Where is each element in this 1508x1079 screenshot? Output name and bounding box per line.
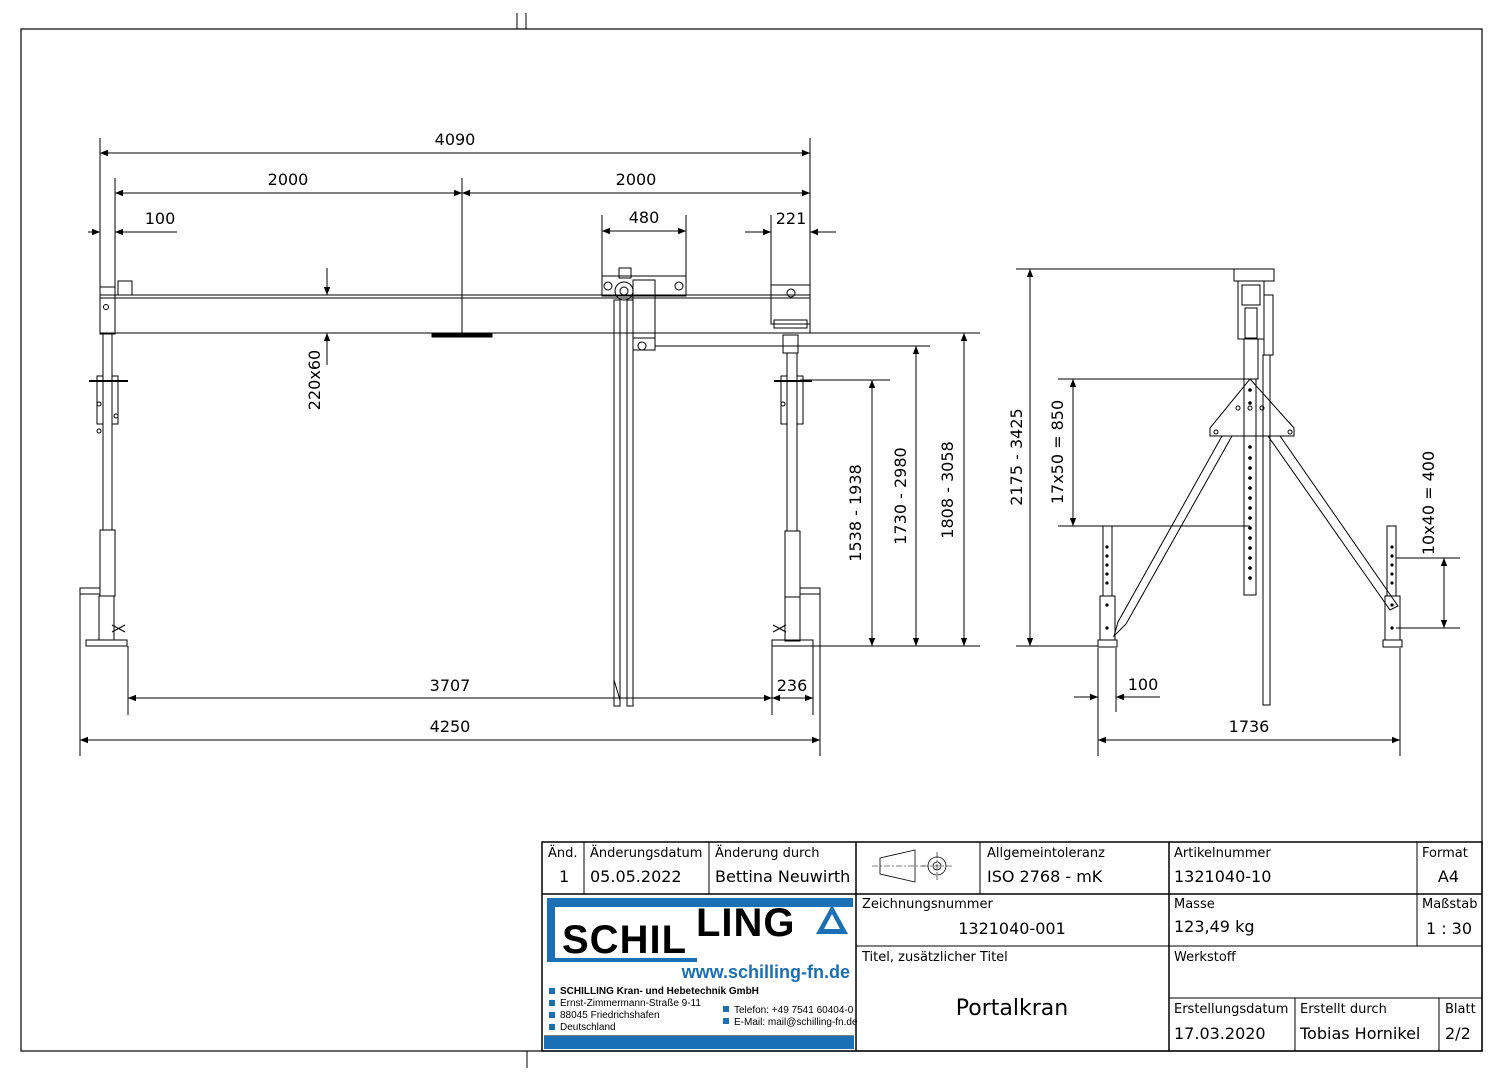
logo-text-part1: SCHIL [562, 918, 687, 962]
trolley [601, 275, 687, 297]
title-value: Portalkran [956, 996, 1068, 1021]
changed-by-value: Bettina Neuwirth [715, 867, 850, 886]
right-leg-lower [784, 530, 801, 598]
front-view [79, 267, 930, 707]
scale-value: 1 : 30 [1426, 919, 1472, 938]
dim-total-width-bottom: 4250 [430, 717, 471, 736]
dim-total-width-top: 4090 [435, 130, 476, 149]
sheet-value: 2/2 [1445, 1024, 1471, 1043]
material-header: Werkstoff [1174, 950, 1237, 965]
sheet-header: Blatt [1445, 1002, 1476, 1017]
title-header: Titel, zusätzlicher Titel [861, 950, 1008, 965]
created-by-header: Erstellt durch [1300, 1002, 1387, 1017]
format-value: A4 [1438, 867, 1459, 886]
title-block-text: Änd. 1 Änderungsdatum 05.05.2022 Änderun… [548, 845, 1477, 1043]
dim-height-range: 2175 - 3425 [1007, 408, 1026, 505]
left-leg-upper [102, 333, 113, 531]
created-date-value: 17.03.2020 [1174, 1024, 1266, 1043]
company-name: SCHILLING Kran- und Hebetechnik GmbH [560, 986, 759, 997]
article-header: Artikelnummer [1174, 846, 1271, 861]
mass-value: 123,49 kg [1174, 917, 1255, 936]
tolerance-value: ISO 2768 - mK [987, 867, 1103, 886]
revision-header: Änd. [548, 845, 578, 861]
revision-value: 1 [559, 867, 569, 886]
left-leg-lower [99, 529, 116, 597]
company-country: Deutschland [560, 1022, 616, 1033]
dim-base-width: 1736 [1229, 717, 1270, 736]
dim-trolley-width: 480 [629, 208, 660, 227]
change-date-header: Änderungsdatum [590, 845, 702, 861]
drawing-no-value: 1321040-001 [958, 919, 1066, 938]
scale-header: Maßstab [1422, 897, 1477, 912]
created-date-header: Erstellungsdatum [1174, 1002, 1288, 1017]
company-phone: Telefon: +49 7541 60404-0 [734, 1005, 854, 1016]
right-end-block [770, 284, 811, 325]
dim-range-1: 1538 - 1938 [846, 464, 865, 561]
change-date-value: 05.05.2022 [590, 867, 682, 886]
dim-hole-series-upper: 17x50 = 850 [1048, 400, 1067, 504]
dim-foot-offset: 100 [1128, 675, 1159, 694]
dim-beam-section: 220x60 [305, 350, 324, 410]
company-street: Ernst-Zimmermann-Straße 9-11 [560, 998, 701, 1009]
dim-range-3: 1808 - 3058 [938, 441, 957, 538]
right-leg-upper [786, 352, 798, 532]
company-logo: SCHIL LING www.schilling-fn.de SCHILLING… [544, 898, 858, 1049]
format-header: Format [1422, 846, 1468, 861]
changed-by-header: Änderung durch [715, 845, 820, 861]
dim-hole-series-lower: 10x40 = 400 [1419, 451, 1438, 555]
triangular-gusset [1209, 378, 1295, 437]
dim-range-2: 1730 - 2980 [891, 447, 910, 544]
side-view-dimensions [1016, 268, 1460, 756]
side-view [1097, 268, 1403, 706]
dim-half-right: 2000 [616, 170, 657, 189]
created-by-value: Tobias Hornikel [1299, 1024, 1420, 1043]
side-view-dim-labels: 2175 - 3425 17x50 = 850 10x40 = 400 100 … [1007, 400, 1438, 736]
article-value: 1321040-10 [1174, 867, 1271, 886]
dim-foot-width: 236 [777, 676, 808, 695]
main-beam [99, 294, 811, 334]
side-guide-column [1262, 354, 1271, 706]
drawing-no-header: Zeichnungsnummer [862, 897, 993, 912]
logo-text-part2: LING [696, 901, 796, 945]
dim-left-offset: 100 [145, 209, 176, 228]
mass-header: Masse [1174, 897, 1215, 912]
dim-half-left: 2000 [268, 170, 309, 189]
company-website: www.schilling-fn.de [681, 962, 850, 982]
front-view-dimensions [79, 138, 980, 756]
dim-inner-width: 3707 [430, 676, 471, 695]
company-email: E-Mail: mail@schilling-fn.de [734, 1017, 858, 1028]
tolerance-header: Allgemeintoleranz [987, 846, 1105, 861]
dim-right-end: 221 [776, 209, 807, 228]
front-view-dim-labels: 4090 2000 2000 100 480 221 220x60 1538 -… [145, 130, 957, 736]
company-city: 88045 Friedrichshafen [560, 1010, 660, 1021]
